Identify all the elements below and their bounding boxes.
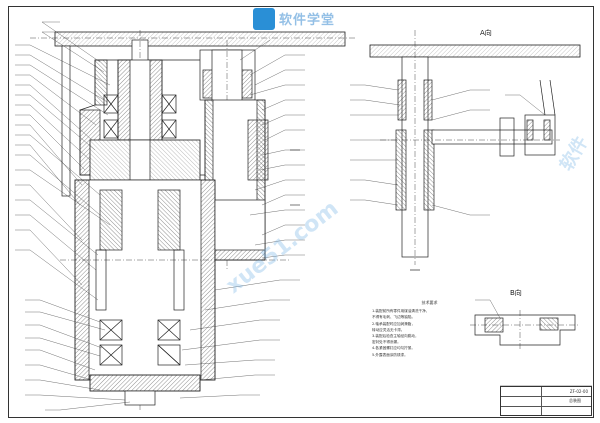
drawing-name: 总装图	[569, 398, 581, 403]
detail-a-label: A向	[480, 29, 492, 37]
note-line: 密封处不得渗漏。	[372, 340, 401, 345]
drawing-frame	[8, 6, 594, 418]
technical-notes: 技术要求 1.装配前所有零件用煤油清洗干净， 不得有毛刺、飞边等缺陷。 2.轴承…	[372, 300, 487, 358]
note-line: 转动应灵活无卡滞。	[372, 327, 405, 332]
detail-view-b	[470, 310, 580, 350]
notes-title: 技术要求	[421, 300, 438, 305]
note-line: 5.外露表面涂防锈漆。	[372, 352, 408, 357]
note-line: 1.装配前所有零件用煤油清洗干净，	[372, 309, 430, 314]
title-block-divider	[501, 396, 591, 397]
title-block-divider	[501, 406, 591, 407]
detail-b-leaders	[475, 299, 501, 319]
title-block: ZF-02-00 总装图	[500, 386, 592, 416]
detail-a-leaders	[350, 84, 546, 216]
watermark-logo-icon	[253, 8, 275, 30]
note-line: 4.各紧固螺钉应均匀拧紧。	[372, 346, 415, 351]
watermark-logo-text: 软件学堂	[279, 13, 336, 28]
section-markers	[290, 149, 300, 206]
note-line: 3.装配后检查主轴径向跳动，	[372, 334, 419, 339]
drawing-number: ZF-02-00	[569, 389, 588, 394]
lower-bearings	[99, 319, 181, 366]
leader-lines-left	[29, 21, 131, 411]
detail-view-a	[369, 30, 581, 271]
leader-lines-right	[179, 39, 305, 399]
title-block-divider	[541, 387, 542, 415]
detail-b-label: B向	[510, 289, 522, 297]
note-line: 不得有毛刺、飞边等缺陷。	[372, 315, 416, 320]
upper-bearings	[103, 94, 177, 139]
note-line: 2.轴承装配时应加润滑脂，	[372, 321, 415, 326]
leader-tags-left	[15, 21, 60, 411]
main-section-view	[30, 30, 355, 410]
